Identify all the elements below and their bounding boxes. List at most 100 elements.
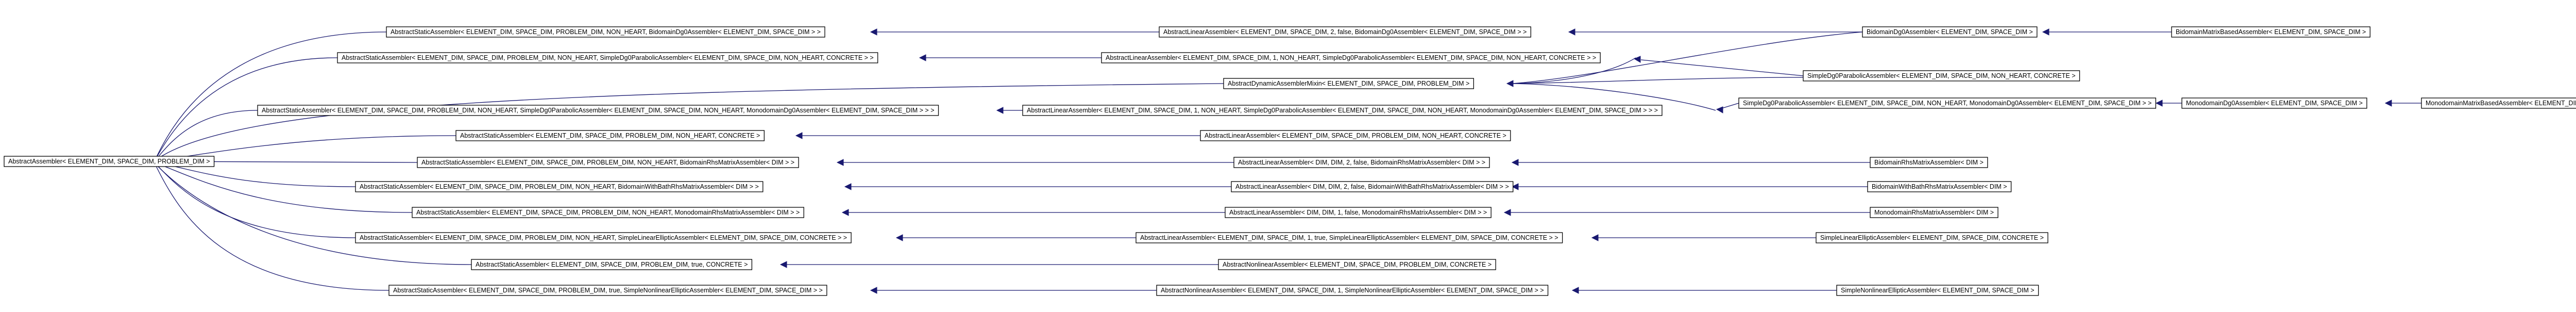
class-node-abstract-assembler[interactable]: AbstractAssembler< ELEMENT_DIM, SPACE_DI… [4, 156, 215, 167]
class-node-simple-nonlinear-elliptic[interactable]: SimpleNonlinearEllipticAssembler< ELEMEN… [1836, 285, 2039, 296]
class-node-nonlinear-concrete[interactable]: AbstractNonlinearAssembler< ELEMENT_DIM,… [1218, 259, 1496, 270]
class-label: AbstractLinearAssembler< DIM, DIM, 1, fa… [1229, 209, 1487, 216]
arrowhead-s7 [841, 209, 849, 216]
class-label: AbstractStaticAssembler< ELEMENT_DIM, SP… [342, 54, 874, 61]
class-label: AbstractNonlinearAssembler< ELEMENT_DIM,… [1223, 261, 1492, 268]
edge-s1-root [154, 31, 387, 161]
class-label: BidomainWithBathRhsMatrixAssembler< DIM … [1872, 183, 2007, 190]
arrowhead-l6 [1511, 183, 1519, 190]
class-node-static-bidomain-with-bath[interactable]: AbstractStaticAssembler< ELEMENT_DIM, SP… [355, 181, 764, 192]
edge-sdg-dyn [1512, 77, 1804, 84]
class-label: AbstractNonlinearAssembler< ELEMENT_DIM,… [1161, 287, 1544, 294]
arrowhead-s9 [779, 261, 787, 268]
arrowhead-bid [2042, 28, 2049, 36]
class-node-bidomain-matrix-based[interactable]: BidomainMatrixBasedAssembler< ELEMENT_DI… [2171, 26, 2370, 38]
class-node-linear-monodomain-rhs[interactable]: AbstractLinearAssembler< DIM, DIM, 1, fa… [1225, 207, 1492, 218]
class-label: BidomainDg0Assembler< ELEMENT_DIM, SPACE… [1867, 28, 2033, 36]
class-label: AbstractLinearAssembler< ELEMENT_DIM, SP… [1027, 107, 1658, 114]
class-label: AbstractLinearAssembler< DIM, DIM, 2, fa… [1235, 183, 1509, 190]
class-node-static-nonlinear-elliptic[interactable]: AbstractStaticAssembler< ELEMENT_DIM, SP… [388, 285, 827, 296]
class-label: MonodomainRhsMatrixAssembler< DIM > [1874, 209, 1994, 216]
class-label: AbstractLinearAssembler< DIM, DIM, 2, fa… [1238, 159, 1485, 166]
class-node-bidomain-rhs-matrix[interactable]: BidomainRhsMatrixAssembler< DIM > [1870, 157, 1988, 168]
class-label: BidomainRhsMatrixAssembler< DIM > [1874, 159, 1984, 166]
class-node-linear-simple-dg0-monodomain[interactable]: AbstractLinearAssembler< ELEMENT_DIM, SP… [1022, 105, 1663, 116]
edge-l3-dyn [1512, 83, 1716, 111]
class-nodes: AbstractAssembler< ELEMENT_DIM, SPACE_DI… [4, 26, 2576, 296]
class-node-monodomain-dg0[interactable]: MonodomainDg0Assembler< ELEMENT_DIM, SPA… [2181, 97, 2367, 109]
class-label: AbstractLinearAssembler< ELEMENT_DIM, SP… [1106, 54, 1596, 61]
class-node-static-simple-dg0[interactable]: AbstractStaticAssembler< ELEMENT_DIM, SP… [337, 52, 878, 63]
class-label: AbstractStaticAssembler< ELEMENT_DIM, SP… [476, 261, 748, 268]
edge-l2-dyn [1512, 57, 1636, 84]
arrowhead-s1 [870, 28, 877, 36]
class-node-static-concrete[interactable]: AbstractStaticAssembler< ELEMENT_DIM, SP… [455, 130, 765, 141]
edge-s10-root [154, 162, 389, 291]
class-label: AbstractStaticAssembler< ELEMENT_DIM, SP… [262, 107, 935, 114]
class-node-static-true-concrete[interactable]: AbstractStaticAssembler< ELEMENT_DIM, SP… [471, 259, 753, 270]
class-label: AbstractDynamicAssemblerMixin< ELEMENT_D… [1228, 80, 1469, 87]
class-label: AbstractLinearAssembler< ELEMENT_DIM, SP… [1163, 28, 1527, 36]
arrowhead-sdgm [2155, 100, 2163, 107]
arrowhead-l1 [1568, 28, 1575, 36]
edge-s2-root [154, 57, 338, 161]
arrowhead-l7 [1503, 209, 1511, 216]
class-label: MonodomainDg0Assembler< ELEMENT_DIM, SPA… [2186, 100, 2363, 107]
class-node-static-bidomain[interactable]: AbstractStaticAssembler< ELEMENT_DIM, SP… [386, 26, 825, 38]
class-label: AbstractStaticAssembler< ELEMENT_DIM, SP… [421, 159, 794, 166]
class-node-static-monodomain-rhs[interactable]: AbstractStaticAssembler< ELEMENT_DIM, SP… [412, 207, 804, 218]
arrowhead-s8 [895, 234, 903, 241]
class-node-dynamic-mixin[interactable]: AbstractDynamicAssemblerMixin< ELEMENT_D… [1223, 78, 1474, 89]
edge-s9-root [154, 162, 472, 265]
edge-sdgm-l3 [1721, 103, 1739, 109]
arrowhead-s4 [795, 132, 803, 139]
edge-sdg-l2 [1640, 59, 1804, 76]
class-node-simple-dg0-parabolic[interactable]: SimpleDg0ParabolicAssembler< ELEMENT_DIM… [1803, 70, 2080, 81]
class-node-bidomain-with-bath-rhs-matrix[interactable]: BidomainWithBathRhsMatrixAssembler< DIM … [1867, 181, 2012, 192]
edge-bid-dyn [1512, 31, 1863, 84]
class-label: MonodomainMatrixBasedAssembler< ELEMENT_… [2426, 100, 2576, 107]
arrowhead-s5 [836, 159, 844, 166]
class-node-static-bidomain-rhs[interactable]: AbstractStaticAssembler< ELEMENT_DIM, SP… [417, 157, 799, 168]
arrowhead-dyn [1506, 80, 1514, 87]
class-node-linear-concrete[interactable]: AbstractLinearAssembler< ELEMENT_DIM, SP… [1200, 130, 1511, 141]
arrowhead-s10 [870, 287, 877, 294]
class-node-linear-bidomain-rhs[interactable]: AbstractLinearAssembler< DIM, DIM, 2, fa… [1233, 157, 1490, 168]
class-node-monodomain-matrix-based[interactable]: MonodomainMatrixBasedAssembler< ELEMENT_… [2421, 97, 2576, 109]
class-node-simple-dg0-parabolic-monodomain[interactable]: SimpleDg0ParabolicAssembler< ELEMENT_DIM… [1738, 97, 2156, 109]
class-node-static-linear-elliptic[interactable]: AbstractStaticAssembler< ELEMENT_DIM, SP… [355, 232, 852, 243]
class-label: AbstractStaticAssembler< ELEMENT_DIM, SP… [416, 209, 800, 216]
class-label: AbstractStaticAssembler< ELEMENT_DIM, SP… [393, 287, 823, 294]
class-label: BidomainMatrixBasedAssembler< ELEMENT_DI… [2176, 28, 2366, 36]
class-node-bidomain-dg0[interactable]: BidomainDg0Assembler< ELEMENT_DIM, SPACE… [1862, 26, 2038, 38]
class-label: AbstractLinearAssembler< ELEMENT_DIM, SP… [1205, 132, 1506, 139]
class-label: AbstractStaticAssembler< ELEMENT_DIM, SP… [360, 183, 759, 190]
class-label: AbstractLinearAssembler< ELEMENT_DIM, SP… [1140, 234, 1558, 241]
arrowhead-mono [2384, 100, 2392, 107]
class-label: AbstractAssembler< ELEMENT_DIM, SPACE_DI… [8, 158, 210, 165]
arrowhead-l8 [1591, 234, 1599, 241]
class-node-linear-elliptic[interactable]: AbstractLinearAssembler< ELEMENT_DIM, SP… [1136, 232, 1563, 243]
class-node-linear-bidomain-with-bath[interactable]: AbstractLinearAssembler< DIM, DIM, 2, fa… [1231, 181, 1514, 192]
class-node-monodomain-rhs-matrix[interactable]: MonodomainRhsMatrixAssembler< DIM > [1870, 207, 1998, 218]
class-node-linear-bidomain[interactable]: AbstractLinearAssembler< ELEMENT_DIM, SP… [1159, 26, 1531, 38]
arrowhead-l2 [1633, 56, 1641, 63]
edge-s3-root [154, 110, 258, 161]
class-node-nonlinear-elliptic[interactable]: AbstractNonlinearAssembler< ELEMENT_DIM,… [1156, 285, 1549, 296]
arrowhead-s3 [996, 107, 1004, 114]
class-label: SimpleLinearEllipticAssembler< ELEMENT_D… [1820, 234, 2044, 241]
class-label: AbstractStaticAssembler< ELEMENT_DIM, SP… [460, 132, 760, 139]
edge-dyn-root [154, 83, 1224, 161]
class-node-simple-linear-elliptic[interactable]: SimpleLinearEllipticAssembler< ELEMENT_D… [1816, 232, 2048, 243]
class-node-static-simple-dg0-monodomain[interactable]: AbstractStaticAssembler< ELEMENT_DIM, SP… [257, 105, 939, 116]
arrowhead-l3 [1716, 106, 1723, 113]
class-label: SimpleDg0ParabolicAssembler< ELEMENT_DIM… [1807, 72, 2076, 79]
class-label: AbstractStaticAssembler< ELEMENT_DIM, SP… [391, 28, 821, 36]
arrowhead-s2 [919, 54, 926, 61]
inheritance-edges [154, 31, 2421, 291]
class-node-linear-simple-dg0[interactable]: AbstractLinearAssembler< ELEMENT_DIM, SP… [1101, 52, 1601, 63]
arrowhead-l5 [1511, 159, 1519, 166]
arrowhead-n10 [1571, 287, 1579, 294]
class-label: SimpleDg0ParabolicAssembler< ELEMENT_DIM… [1743, 100, 2151, 107]
